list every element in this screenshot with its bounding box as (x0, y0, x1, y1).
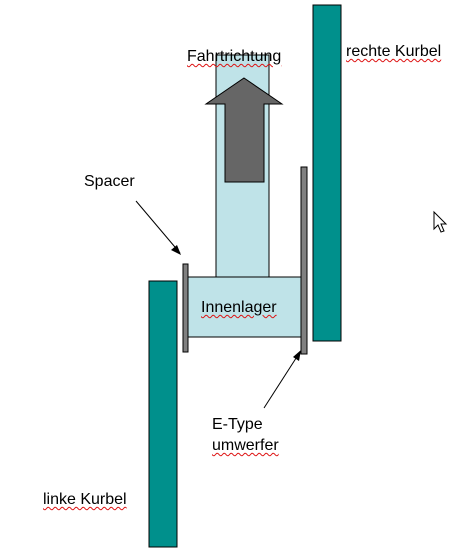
bottom-bracket-label: Innenlager (201, 298, 277, 317)
left-crank-label: linke Kurbel (43, 490, 127, 509)
left-crank-label-text: linke Kurbel (43, 491, 127, 508)
right-crank-label-text: rechte Kurbel (346, 43, 442, 60)
bottom-bracket-label-text: Innenlager (201, 299, 277, 316)
right-crank-bar (312, 4, 342, 342)
spacer-pointer-arrowhead (171, 245, 181, 255)
derailleur-plate (300, 166, 308, 355)
spacer-label: Spacer (84, 173, 135, 190)
right-crank-label: rechte Kurbel (346, 42, 441, 61)
derailleur-label-line2-text: umwerfer (212, 437, 279, 454)
direction-label: Fahrtrichtung (187, 47, 281, 66)
mouse-pointer-icon (433, 210, 448, 233)
direction-arrow (204, 77, 284, 183)
direction-label-text: Fahrtrichtung (187, 48, 282, 65)
left-crank-bar (148, 280, 178, 548)
derailleur-label-line1: E-Type (212, 416, 263, 433)
derailleur-label-line2: umwerfer (212, 436, 279, 455)
spacer-plate (182, 263, 189, 353)
spacer-pointer-line (135, 200, 181, 254)
derailleur-pointer-line (263, 351, 301, 409)
derailleur-pointer-arrowhead (293, 350, 301, 361)
